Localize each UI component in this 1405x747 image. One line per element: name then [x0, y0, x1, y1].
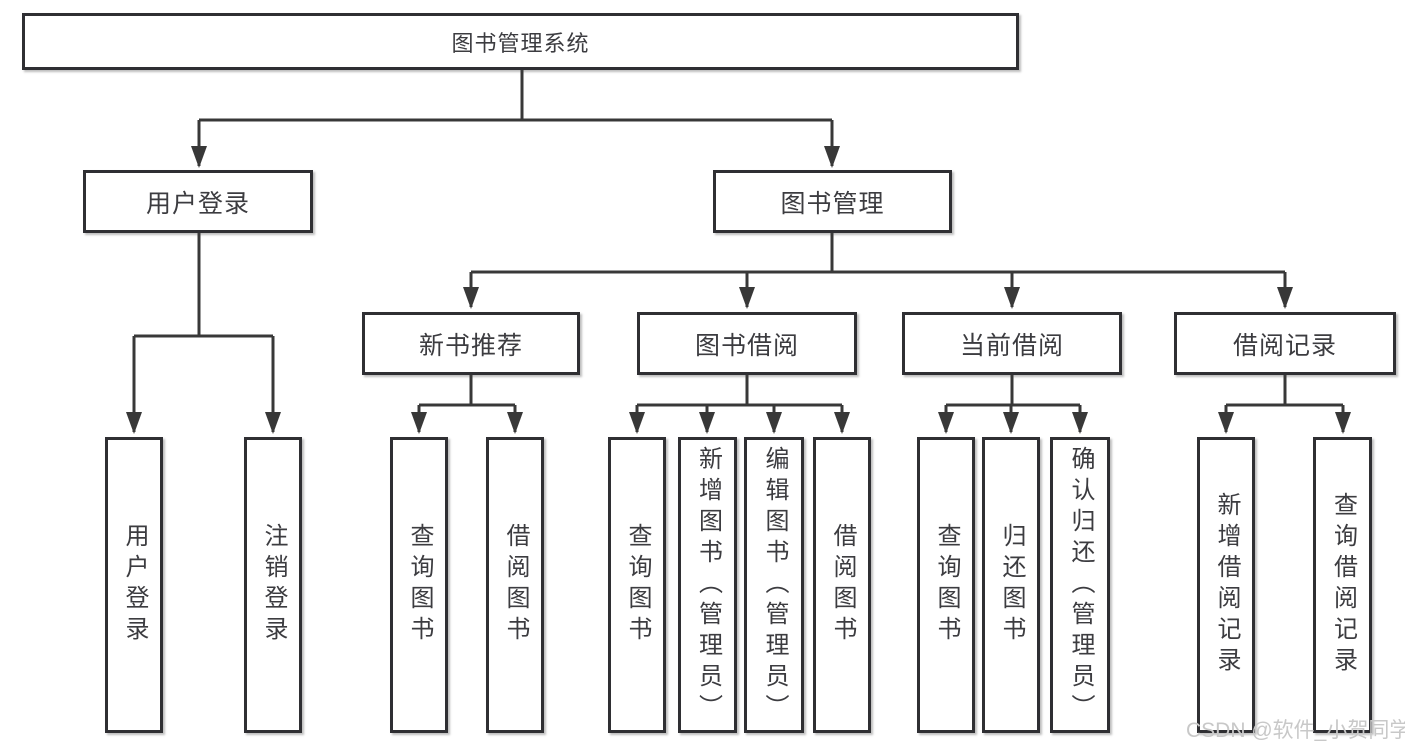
- node-book-management: 图书管理: [713, 170, 952, 233]
- leaf-confirm-return-admin: 确认归还（管理员）: [1050, 437, 1110, 733]
- node-borrowing-records: 借阅记录: [1174, 312, 1396, 375]
- leaf-label: 归还图书: [998, 523, 1025, 647]
- csdn-watermark: CSDN @软件_小贺同学: [1186, 719, 1405, 742]
- leaf-label: 借阅图书: [829, 523, 856, 647]
- leaf-add-books-admin: 新增图书（管理员）: [678, 437, 737, 733]
- connector-arrows: [126, 120, 1351, 434]
- leaf-label: 新增图书（管理员）: [694, 445, 722, 725]
- leaf-query-books-borrowing: 查询图书: [608, 437, 666, 733]
- leaf-label: 用户登录: [121, 523, 148, 647]
- connector-lines: [134, 70, 1343, 407]
- leaf-query-books-recommend: 查询图书: [390, 437, 448, 733]
- node-label: 借阅记录: [1232, 331, 1337, 360]
- node-label: 图书借阅: [694, 331, 799, 360]
- leaf-query-books-current: 查询图书: [917, 437, 975, 733]
- leaf-label: 查询借阅记录: [1329, 492, 1357, 678]
- leaf-add-borrowing-record: 新增借阅记录: [1197, 437, 1255, 733]
- node-user-login: 用户登录: [83, 170, 313, 233]
- leaf-label: 确认归还（管理员）: [1067, 445, 1094, 725]
- node-label: 新书推荐: [418, 331, 523, 360]
- node-current-borrowing: 当前借阅: [902, 312, 1122, 375]
- leaf-label: 查询图书: [406, 523, 433, 647]
- node-label: 图书管理: [780, 189, 885, 218]
- leaf-label: 新增借阅记录: [1213, 492, 1240, 678]
- node-new-book-recommendation: 新书推荐: [362, 312, 580, 375]
- leaf-label: 借阅图书: [502, 523, 529, 647]
- leaf-logout: 注销登录: [244, 437, 302, 733]
- leaf-edit-books-admin: 编辑图书（管理员）: [744, 437, 804, 733]
- leaf-borrow-books: 借阅图书: [813, 437, 871, 733]
- leaf-return-books: 归还图书: [982, 437, 1040, 733]
- leaf-label: 编辑图书（管理员）: [761, 445, 788, 725]
- leaf-query-borrowing-record: 查询借阅记录: [1313, 437, 1372, 733]
- leaf-label: 查询图书: [624, 523, 651, 647]
- leaf-user-login: 用户登录: [105, 437, 163, 733]
- node-library-management-system: 图书管理系统: [22, 13, 1019, 70]
- leaf-label: 查询图书: [933, 523, 960, 647]
- leaf-label: 注销登录: [260, 523, 287, 647]
- node-label: 用户登录: [145, 189, 250, 218]
- node-book-borrowing: 图书借阅: [637, 312, 857, 375]
- leaf-borrow-books-recommend: 借阅图书: [486, 437, 544, 733]
- node-label: 当前借阅: [959, 331, 1064, 360]
- node-label: 图书管理系统: [451, 30, 590, 56]
